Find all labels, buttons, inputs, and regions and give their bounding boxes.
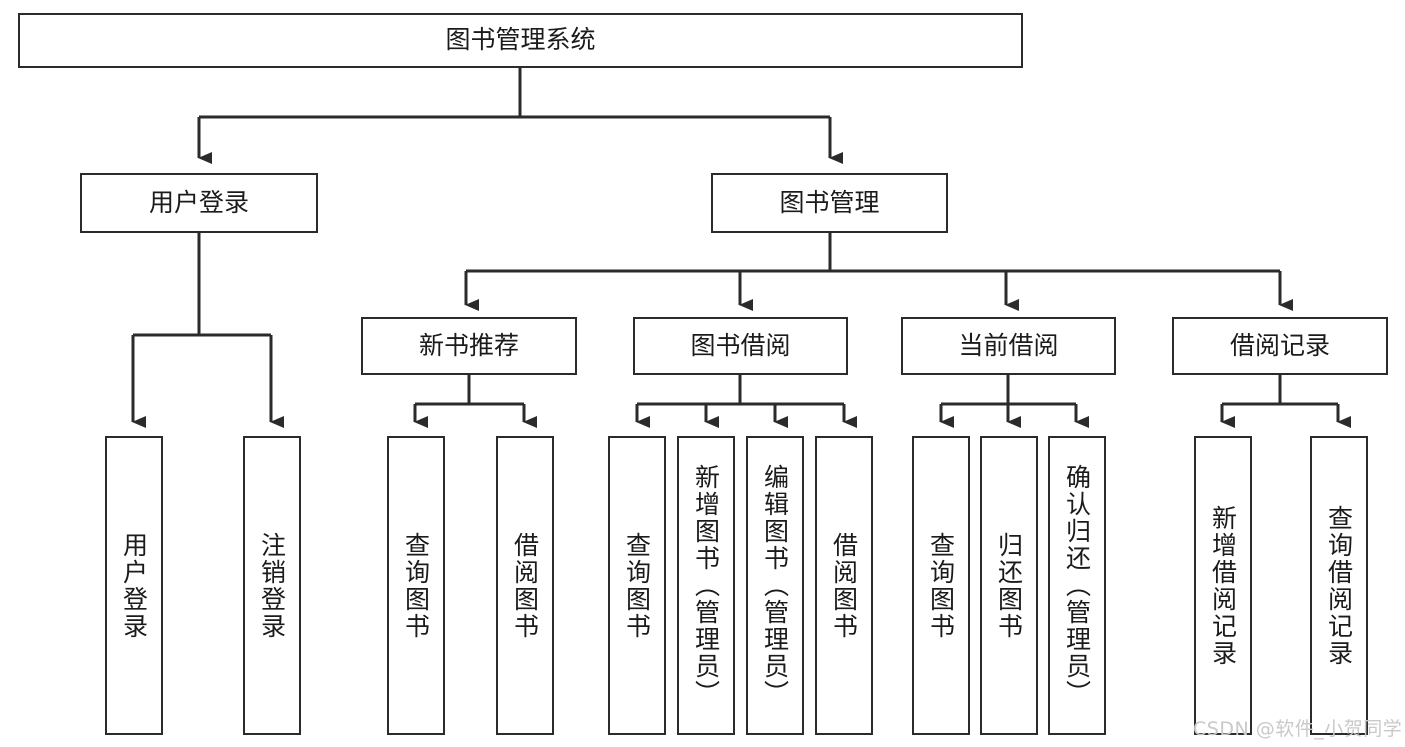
node-label: 借阅图书 [510,531,540,640]
leaf-book-borrow-borrow[interactable]: 借阅图书 [815,436,873,735]
node-label: 注销登录 [257,531,287,640]
node-label: 新增图书（管理员） [691,464,721,707]
node-label: 当前借阅 [958,330,1059,360]
leaf-borrow-record-query[interactable]: 查询借阅记录 [1310,436,1368,735]
leaf-book-borrow-add[interactable]: 新增图书（管理员） [677,436,735,735]
node-book-management[interactable]: 图书管理 [711,173,948,233]
node-label: 编辑图书（管理员） [760,464,790,707]
node-label: 图书管理 [779,187,880,217]
node-new-book-recommend[interactable]: 新书推荐 [361,317,577,375]
leaf-current-borrow-confirm[interactable]: 确认归还（管理员） [1048,436,1106,735]
leaf-current-borrow-query[interactable]: 查询图书 [912,436,970,735]
node-book-borrow[interactable]: 图书借阅 [633,317,848,375]
leaf-user-login-signin[interactable]: 用户登录 [105,436,163,735]
node-label: 查询借阅记录 [1324,504,1354,667]
node-label: 借阅记录 [1229,330,1330,360]
leaf-current-borrow-return[interactable]: 归还图书 [980,436,1038,735]
node-label: 图书管理系统 [445,25,596,55]
leaf-new-book-borrow[interactable]: 借阅图书 [496,436,554,735]
node-label: 用户登录 [148,187,249,217]
leaf-new-book-query[interactable]: 查询图书 [387,436,445,735]
leaf-user-login-signout[interactable]: 注销登录 [243,436,301,735]
node-borrow-record[interactable]: 借阅记录 [1172,317,1388,375]
leaf-book-borrow-edit[interactable]: 编辑图书（管理员） [746,436,804,735]
node-label: 确认归还（管理员） [1062,464,1092,707]
node-label: 新增借阅记录 [1208,504,1238,667]
node-label: 图书借阅 [690,330,791,360]
leaf-borrow-record-add[interactable]: 新增借阅记录 [1194,436,1252,735]
node-label: 新书推荐 [418,330,519,360]
node-label: 用户登录 [119,531,149,640]
node-label: 查询图书 [926,531,956,640]
node-label: 查询图书 [401,531,431,640]
node-label: 查询图书 [622,531,652,640]
leaf-book-borrow-query[interactable]: 查询图书 [608,436,666,735]
csdn-watermark: CSDN @软件_小贺同学 [1193,718,1403,740]
node-label: 借阅图书 [829,531,859,640]
node-user-login[interactable]: 用户登录 [80,173,318,233]
node-label: 归还图书 [994,531,1024,640]
node-root-system[interactable]: 图书管理系统 [18,13,1023,68]
node-current-borrow[interactable]: 当前借阅 [901,317,1116,375]
